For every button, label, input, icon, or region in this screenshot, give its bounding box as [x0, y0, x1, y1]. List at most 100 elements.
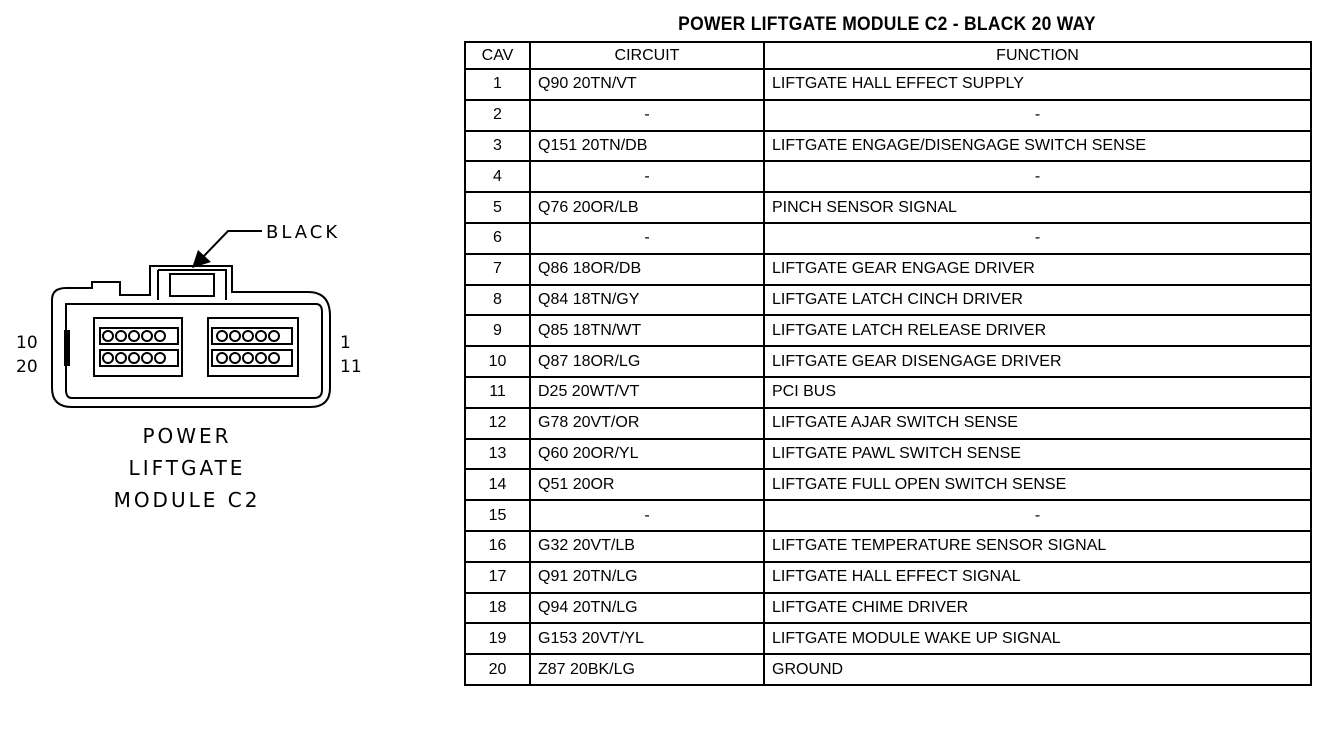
- circuit-cell: G32 20VT/LB: [529, 529, 765, 563]
- table-title: POWER LIFTGATE MODULE C2 - BLACK 20 WAY: [678, 14, 1096, 35]
- cav-cell: 14: [464, 468, 531, 502]
- circuit-cell: Q94 20TN/LG: [529, 591, 765, 625]
- function-cell: LIFTGATE AJAR SWITCH SENSE: [763, 406, 1312, 440]
- pin-number-label: 10: [16, 333, 38, 353]
- function-cell: LIFTGATE CHIME DRIVER: [763, 591, 1312, 625]
- circuit-cell: -: [529, 98, 765, 132]
- cav-cell: 19: [464, 622, 531, 656]
- table-row: 4--: [464, 160, 1312, 194]
- column-header-cav: CAV: [464, 41, 531, 70]
- function-cell: LIFTGATE FULL OPEN SWITCH SENSE: [763, 468, 1312, 502]
- function-cell: LIFTGATE HALL EFFECT SUPPLY: [763, 68, 1312, 101]
- function-cell: GROUND: [763, 653, 1312, 686]
- function-cell: LIFTGATE ENGAGE/DISENGAGE SWITCH SENSE: [763, 129, 1312, 163]
- connector-housing: [51, 265, 331, 408]
- cav-cell: 11: [464, 375, 531, 409]
- table-row: 15--: [464, 499, 1312, 532]
- table-header-row: CAV CIRCUIT FUNCTION: [464, 41, 1312, 70]
- cav-cell: 2: [464, 98, 531, 132]
- cav-cell: 6: [464, 221, 531, 255]
- callout-leader-line: [202, 230, 262, 258]
- function-cell: LIFTGATE PAWL SWITCH SENSE: [763, 437, 1312, 471]
- pin-number-label: 11: [340, 357, 362, 377]
- connector-pins: [102, 330, 280, 364]
- function-cell: PINCH SENSOR SIGNAL: [763, 191, 1312, 224]
- circuit-cell: D25 20WT/VT: [529, 375, 765, 409]
- circuit-cell: Q76 20OR/LB: [529, 191, 765, 224]
- function-cell: -: [763, 98, 1312, 132]
- table-row: 2--: [464, 98, 1312, 132]
- circuit-cell: -: [529, 499, 765, 532]
- circuit-cell: Q51 20OR: [529, 468, 765, 502]
- cav-cell: 3: [464, 129, 531, 163]
- circuit-cell: G153 20VT/YL: [529, 622, 765, 656]
- connector-diagram: BLACK 10 20 1 11 POWER LIFTGATE MODULE C…: [16, 222, 362, 512]
- callout-arrowhead: [192, 250, 211, 268]
- connector-caption: MODULE C2: [114, 488, 261, 512]
- cav-cell: 4: [464, 160, 531, 194]
- function-cell: LIFTGATE TEMPERATURE SENSOR SIGNAL: [763, 529, 1312, 563]
- cav-cell: 5: [464, 191, 531, 224]
- circuit-cell: G78 20VT/OR: [529, 406, 765, 440]
- connector-caption: POWER: [142, 424, 231, 448]
- circuit-cell: -: [529, 160, 765, 194]
- function-cell: LIFTGATE HALL EFFECT SIGNAL: [763, 560, 1312, 594]
- circuit-cell: Q87 18OR/LG: [529, 345, 765, 378]
- function-cell: LIFTGATE MODULE WAKE UP SIGNAL: [763, 622, 1312, 656]
- pin-number-label: 1: [340, 333, 351, 353]
- cav-cell: 16: [464, 529, 531, 563]
- pin-cavity-right-block: [207, 317, 299, 377]
- function-cell: -: [763, 221, 1312, 255]
- connector-caption: LIFTGATE: [129, 456, 246, 480]
- table-row: 6--: [464, 221, 1312, 255]
- cav-cell: 10: [464, 345, 531, 378]
- cav-cell: 12: [464, 406, 531, 440]
- pin-number-label: 20: [16, 357, 38, 377]
- function-cell: LIFTGATE GEAR DISENGAGE DRIVER: [763, 345, 1312, 378]
- circuit-cell: Q90 20TN/VT: [529, 68, 765, 101]
- cav-cell: 18: [464, 591, 531, 625]
- circuit-cell: Q85 18TN/WT: [529, 314, 765, 348]
- function-cell: -: [763, 499, 1312, 532]
- function-cell: LIFTGATE GEAR ENGAGE DRIVER: [763, 252, 1312, 286]
- cav-cell: 15: [464, 499, 531, 532]
- circuit-cell: Z87 20BK/LG: [529, 653, 765, 686]
- circuit-cell: -: [529, 221, 765, 255]
- cav-cell: 8: [464, 283, 531, 317]
- polarization-key: [64, 330, 70, 366]
- cav-cell: 20: [464, 653, 531, 686]
- circuit-cell: Q84 18TN/GY: [529, 283, 765, 317]
- function-cell: LIFTGATE LATCH RELEASE DRIVER: [763, 314, 1312, 348]
- function-cell: LIFTGATE LATCH CINCH DRIVER: [763, 283, 1312, 317]
- circuit-cell: Q151 20TN/DB: [529, 129, 765, 163]
- column-header-circuit: CIRCUIT: [529, 41, 765, 70]
- function-cell: -: [763, 160, 1312, 194]
- cav-cell: 13: [464, 437, 531, 471]
- color-callout-label: BLACK: [266, 222, 340, 243]
- cav-cell: 17: [464, 560, 531, 594]
- cav-cell: 1: [464, 68, 531, 101]
- circuit-cell: Q86 18OR/DB: [529, 252, 765, 286]
- pin-cavity-left-block: [93, 317, 183, 377]
- cav-cell: 7: [464, 252, 531, 286]
- circuit-cell: Q60 20OR/YL: [529, 437, 765, 471]
- column-header-function: FUNCTION: [763, 41, 1312, 70]
